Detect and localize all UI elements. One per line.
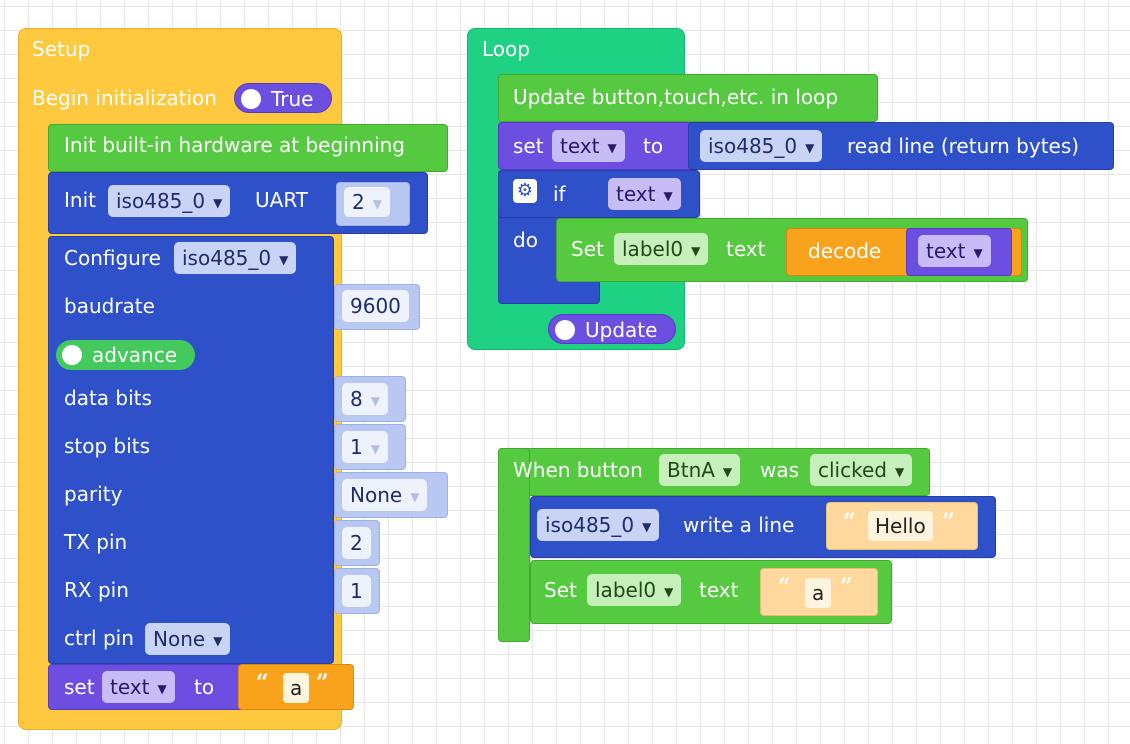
chevron-down-icon: ▼: [973, 245, 983, 260]
tx-pin-label: TX pin: [64, 530, 128, 554]
string-value[interactable]: a: [805, 578, 832, 608]
chevron-down-icon: ▼: [370, 393, 380, 408]
button-dropdown[interactable]: BtnA▼: [659, 454, 741, 486]
configure-label: Configure: [64, 246, 161, 270]
toggle-knob-icon: [241, 89, 261, 109]
update-loop-label: Update button,touch,etc. in loop: [513, 85, 839, 109]
init-hardware-block[interactable]: [48, 124, 448, 172]
chevron-down-icon: ▼: [213, 633, 223, 648]
stop-bits-label: stop bits: [64, 434, 151, 458]
chevron-down-icon: ▼: [664, 584, 674, 599]
text-label: text: [699, 578, 739, 602]
close-quote-icon: ”: [942, 509, 955, 535]
if-label: if: [553, 182, 566, 206]
set-variable-dropdown[interactable]: text▼: [552, 130, 625, 162]
write-device-dropdown[interactable]: iso485_0▼: [537, 509, 660, 541]
label-target-dropdown[interactable]: label0▼: [587, 574, 682, 606]
setup-header: Setup: [32, 37, 91, 61]
init-device-dropdown[interactable]: iso485_0▼: [108, 185, 231, 217]
advance-toggle[interactable]: advance: [56, 340, 195, 370]
toggle-knob-icon: [62, 345, 82, 365]
configure-block[interactable]: [48, 236, 334, 664]
uart-dropdown[interactable]: 2▼: [344, 187, 390, 217]
gear-icon[interactable]: ⚙: [513, 179, 537, 203]
label-target-dropdown[interactable]: label0▼: [614, 233, 709, 265]
data-bits-dropdown[interactable]: 8▼: [342, 383, 388, 415]
was-label: was: [760, 458, 800, 482]
toggle-knob-icon: [555, 320, 575, 340]
set-label: Set: [571, 237, 604, 261]
string-value[interactable]: a: [283, 673, 310, 703]
tx-pin-input[interactable]: 2: [342, 527, 371, 559]
chevron-down-icon: ▼: [370, 441, 380, 456]
set-variable-dropdown[interactable]: text▼: [102, 671, 175, 703]
set-label: set: [513, 134, 544, 158]
begin-init-toggle[interactable]: True: [234, 83, 332, 113]
action-dropdown[interactable]: clicked▼: [810, 454, 913, 486]
chevron-down-icon: ▼: [410, 489, 420, 504]
init-hardware-label: Init built-in hardware at beginning: [64, 133, 406, 157]
stop-bits-dropdown[interactable]: 1▼: [342, 431, 388, 463]
rx-pin-label: RX pin: [64, 578, 129, 602]
begin-init-label: Begin initialization: [32, 86, 217, 110]
decode-variable-dropdown[interactable]: text▼: [918, 235, 991, 267]
to-label: to: [643, 134, 664, 158]
chevron-down-icon: ▼: [607, 140, 617, 155]
parity-label: parity: [64, 482, 123, 506]
init-label: Init: [64, 188, 96, 212]
string-value[interactable]: Hello: [868, 511, 933, 541]
chevron-down-icon: ▼: [157, 681, 167, 696]
chevron-down-icon: ▼: [805, 140, 815, 155]
read-line-label: read line (return bytes): [847, 134, 1080, 158]
text-label: text: [726, 237, 766, 261]
close-quote-icon: ”: [316, 670, 329, 696]
do-label: do: [513, 228, 538, 252]
set-label: set: [64, 675, 95, 699]
chevron-down-icon: ▼: [642, 519, 652, 534]
set-label: Set: [544, 578, 577, 602]
configure-device-dropdown[interactable]: iso485_0▼: [174, 242, 297, 274]
chevron-down-icon: ▼: [213, 195, 223, 210]
uart-label: UART: [255, 188, 308, 212]
decode-label: decode: [808, 239, 882, 263]
open-quote-icon: “: [843, 509, 856, 535]
baudrate-label: baudrate: [64, 294, 155, 318]
if-variable-dropdown[interactable]: text▼: [608, 178, 681, 210]
read-device-dropdown[interactable]: iso485_0▼: [700, 130, 823, 162]
baudrate-input[interactable]: 9600: [342, 290, 409, 322]
ctrl-pin-label: ctrl pin: [64, 626, 134, 650]
chevron-down-icon: ▼: [663, 188, 673, 203]
open-quote-icon: “: [256, 670, 269, 696]
when-button-label: When button: [513, 458, 643, 482]
chevron-down-icon: ▼: [722, 464, 733, 479]
update-loop-block[interactable]: [498, 74, 878, 122]
ctrl-pin-dropdown[interactable]: None▼: [145, 623, 231, 655]
parity-dropdown[interactable]: None▼: [342, 479, 428, 511]
button-event-body: [498, 448, 530, 642]
chevron-down-icon: ▼: [279, 252, 289, 267]
rx-pin-input[interactable]: 1: [342, 575, 371, 607]
data-bits-label: data bits: [64, 386, 152, 410]
chevron-down-icon: ▼: [691, 243, 701, 258]
write-line-label: write a line: [683, 513, 795, 537]
loop-header: Loop: [482, 37, 530, 61]
chevron-down-icon: ▼: [894, 464, 905, 479]
chevron-down-icon: ▼: [372, 196, 382, 211]
update-toggle[interactable]: Update: [548, 314, 676, 344]
open-quote-icon: “: [778, 574, 791, 600]
to-label: to: [194, 675, 215, 699]
close-quote-icon: ”: [840, 574, 853, 600]
